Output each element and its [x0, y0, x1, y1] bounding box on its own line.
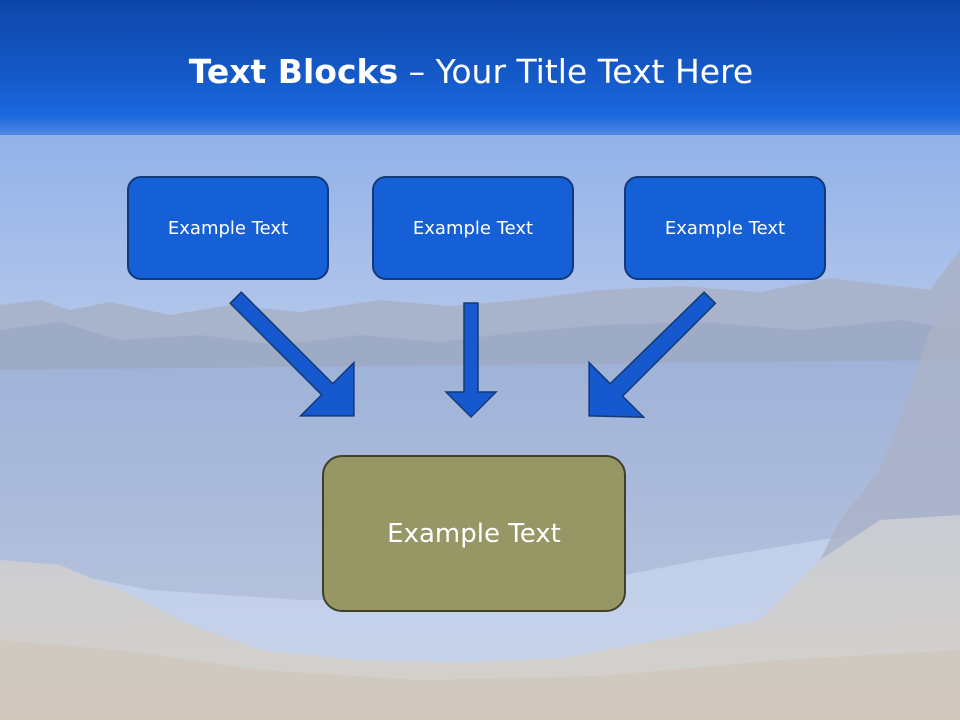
text-block-center-label: Example Text — [412, 217, 534, 239]
text-block-right-label: Example Text — [664, 217, 786, 239]
text-block-left[interactable]: Example Text — [127, 176, 329, 280]
slide-title: Text Blocks – Your Title Text Here — [0, 52, 942, 91]
title-bar — [0, 0, 960, 135]
text-block-center[interactable]: Example Text — [372, 176, 574, 280]
text-block-left-label: Example Text — [167, 217, 289, 239]
title-rest-part: Your Title Text Here — [435, 52, 754, 91]
title-bold-part: Text Blocks — [188, 52, 399, 91]
text-block-bottom[interactable]: Example Text — [322, 455, 626, 612]
text-block-right[interactable]: Example Text — [624, 176, 826, 280]
title-separator: – — [398, 52, 436, 91]
text-block-bottom-label: Example Text — [387, 518, 561, 549]
